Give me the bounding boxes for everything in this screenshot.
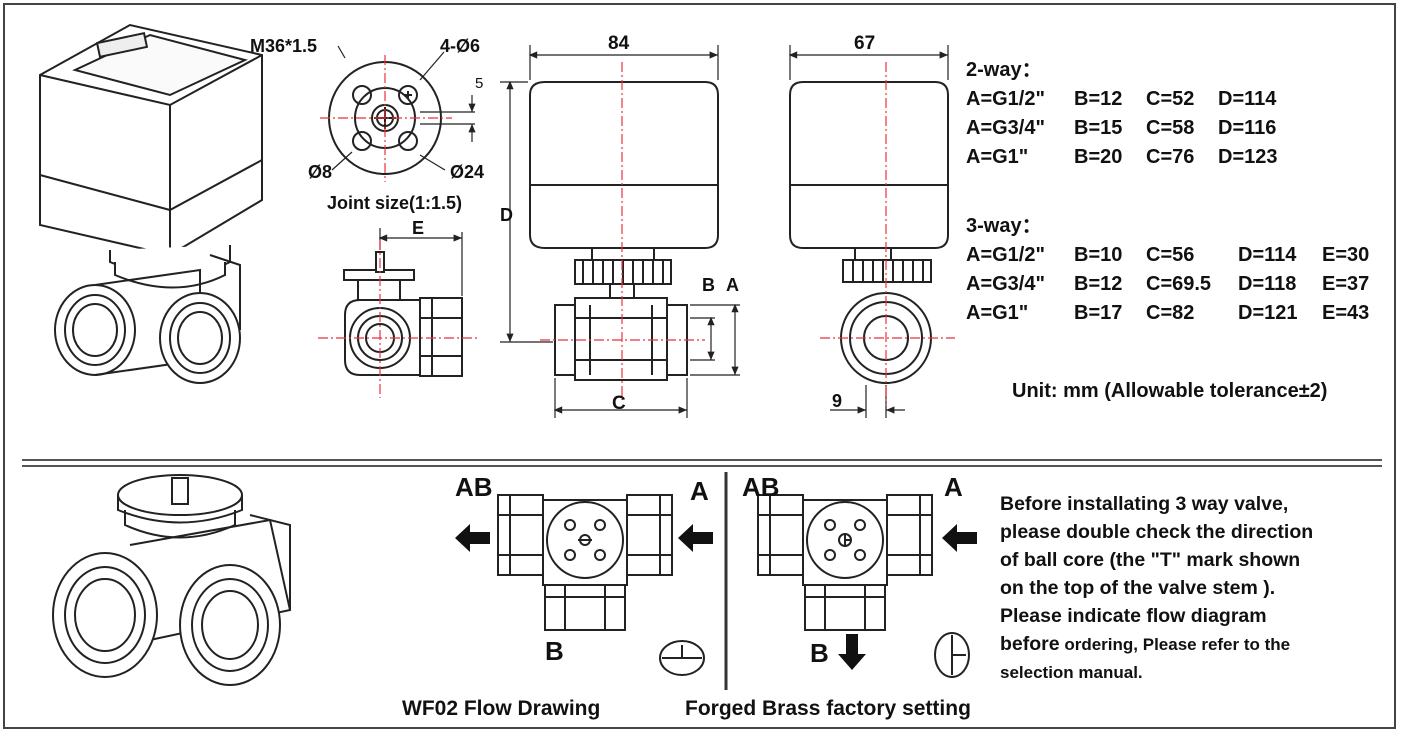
dimension-d-label: D <box>500 205 513 225</box>
spec-cell: B=15 <box>1074 117 1123 139</box>
spec-cell: E=37 <box>1322 273 1370 295</box>
front-view <box>529 81 719 381</box>
side-view-centerlines <box>318 240 480 398</box>
actuator-iso-view <box>39 23 263 384</box>
spec-cell: C=82 <box>1146 302 1195 324</box>
spec-3way-row: A=G1" B=17 C=82 D=121 E=43 <box>966 299 1369 328</box>
caption-factory-setting: Forged Brass factory setting <box>685 697 971 720</box>
note-line: before ordering, Please refer to the <box>1000 630 1313 659</box>
spec-cell: D=114 <box>1218 88 1277 110</box>
dimension-c-label: C <box>612 393 626 414</box>
flow-left-b-label: B <box>545 636 564 666</box>
dimension-b-label: B <box>702 275 715 295</box>
spec-cell: B=12 <box>1074 273 1123 295</box>
spec-3way-row: A=G3/4" B=12 C=69.5 D=118 E=37 <box>966 270 1369 299</box>
note-line: Please indicate flow diagram <box>1000 605 1267 627</box>
flow-diagram-right <box>757 494 970 678</box>
spec-table-2way: 2-way： A=G1/2" B=12 C=52 D=114 A=G3/4" B… <box>966 56 1278 172</box>
spec-cell: E=30 <box>1322 244 1370 266</box>
joint-size-caption: Joint size(1:1.5) <box>327 193 463 213</box>
spec-cell: B=12 <box>1074 88 1123 110</box>
side-dimensions <box>788 45 949 418</box>
dimension-nine-label: 9 <box>832 391 843 411</box>
spec-2way-row: A=G1/2" B=12 C=52 D=114 <box>966 85 1278 114</box>
spec-cell: D=116 <box>1218 117 1277 139</box>
flow-right-b-label: B <box>810 638 829 668</box>
note-line: selection manual. <box>1000 663 1143 682</box>
spec-3way-title: 3-way： <box>966 215 1042 237</box>
note-line: on the top of the valve stem ). <box>1000 577 1276 599</box>
spec-cell: D=114 <box>1238 244 1297 266</box>
flow-left-ab-label: AB <box>455 472 493 502</box>
spec-cell: C=56 <box>1146 244 1195 266</box>
flow-arrows-right <box>838 524 977 670</box>
flange-top-view <box>328 45 476 175</box>
note-line: of ball core (the "T" mark shown <box>1000 549 1301 571</box>
installation-note: Before installating 3 way valve, please … <box>1000 490 1313 687</box>
front-dimensions <box>500 45 740 418</box>
note-line: Before installating 3 way valve, <box>1000 493 1289 515</box>
spec-cell: A=G1/2" <box>966 244 1045 266</box>
side-centerlines <box>820 62 955 405</box>
spec-cell: D=121 <box>1238 302 1298 324</box>
note-line: please double check the direction <box>1000 521 1314 543</box>
flow-arrows-left <box>455 524 713 552</box>
dimension-e-label: E <box>412 218 425 238</box>
spec-cell: C=69.5 <box>1146 273 1212 295</box>
front-centerlines <box>540 62 705 400</box>
spec-cell: B=20 <box>1074 146 1123 168</box>
flow-diagram-left <box>497 494 705 676</box>
spec-2way-row: A=G1" B=20 C=76 D=123 <box>966 143 1278 172</box>
note-word: ordering, Please refer to the <box>1059 635 1291 654</box>
spec-cell: E=43 <box>1322 302 1370 324</box>
spec-3way-row: A=G1/2" B=10 C=56 D=114 E=30 <box>966 241 1369 270</box>
spec-cell: B=10 <box>1074 244 1123 266</box>
spec-cell: A=G3/4" <box>966 273 1045 295</box>
width-front-label: 84 <box>608 33 630 54</box>
spec-cell: D=118 <box>1238 273 1297 295</box>
flow-left-a-label: A <box>690 476 709 506</box>
spec-2way-row: A=G3/4" B=15 C=58 D=116 <box>966 114 1278 143</box>
flow-right-ab-label: AB <box>742 472 780 502</box>
spec-cell: D=123 <box>1218 146 1278 168</box>
thread-label: M36*1.5 <box>250 36 318 56</box>
flange-centerlines <box>320 55 452 182</box>
unit-note: Unit: mm (Allowable tolerance±2) <box>1012 380 1328 402</box>
spec-2way-title: 2-way： <box>966 59 1042 81</box>
spec-table-3way: 3-way： A=G1/2" B=10 C=56 D=114 E=30 A=G3… <box>966 212 1369 328</box>
drawing-frame <box>3 3 1396 729</box>
spec-cell: C=76 <box>1146 146 1195 168</box>
caption-flow-drawing: WF02 Flow Drawing <box>402 697 601 720</box>
dimension-a-label: A <box>726 275 739 295</box>
section-separator <box>22 459 1382 467</box>
spec-cell: A=G1" <box>966 146 1029 168</box>
offset-label: 5 <box>475 75 484 92</box>
spec-cell: B=17 <box>1074 302 1123 324</box>
flow-right-a-label: A <box>944 472 963 502</box>
holes-label: 4-Ø6 <box>440 36 481 56</box>
three-way-side-view <box>343 251 463 377</box>
spec-cell: A=G1" <box>966 302 1029 324</box>
spec-cell: C=58 <box>1146 117 1195 139</box>
spec-cell: C=52 <box>1146 88 1195 110</box>
valve-body-iso <box>52 474 292 686</box>
spec-cell: A=G1/2" <box>966 88 1045 110</box>
spec-cell: A=G3/4" <box>966 117 1045 139</box>
note-word: before <box>1000 633 1060 655</box>
shaft-diameter-label: Ø8 <box>308 162 333 182</box>
width-side-label: 67 <box>854 33 876 54</box>
pcd-label: Ø24 <box>450 162 485 182</box>
